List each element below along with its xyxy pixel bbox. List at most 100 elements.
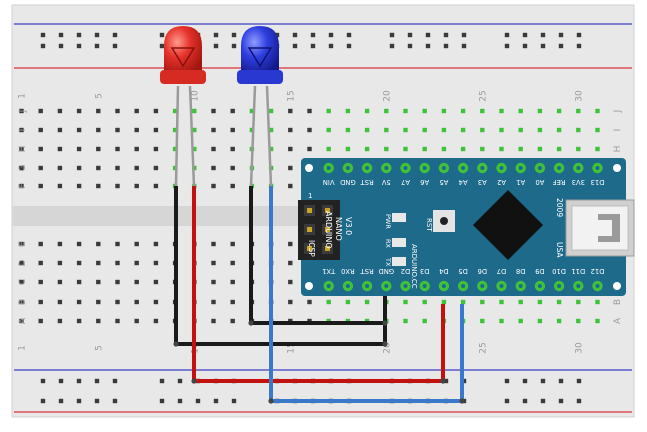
rail-hole <box>504 32 510 38</box>
breadboard-hole <box>57 299 63 305</box>
nano-top-pin-label: A1 <box>516 178 525 186</box>
breadboard-hole <box>57 183 63 189</box>
breadboard-hole <box>556 146 562 152</box>
breadboard-hole <box>230 127 235 133</box>
breadboard-hole <box>268 127 274 133</box>
rail-hole <box>461 43 467 49</box>
breadboard-hole <box>480 146 485 152</box>
breadboard-hole <box>537 127 543 133</box>
breadboard-hole <box>595 127 600 133</box>
rail-hole <box>76 398 82 404</box>
breadboard-hole <box>76 146 82 152</box>
row-letter-left: C <box>18 279 28 285</box>
rail-hole <box>558 378 564 384</box>
rail-hole <box>540 378 546 384</box>
wires <box>173 186 465 404</box>
nano-top-pin-label: GND <box>340 178 356 186</box>
rail-hole <box>443 378 449 384</box>
breadboard-hole <box>288 127 293 133</box>
breadboard-hole <box>268 108 274 114</box>
breadboard-hole <box>518 146 523 152</box>
nano-bottom-pin-label: GND <box>379 267 395 275</box>
breadboard-hole <box>556 108 562 114</box>
breadboard-hole <box>57 146 63 152</box>
breadboard-hole <box>518 318 523 324</box>
breadboard-hole <box>192 146 197 152</box>
breadboard-hole <box>134 260 139 266</box>
breadboard-hole <box>96 183 101 189</box>
breadboard-hole <box>499 146 504 152</box>
breadboard-hole <box>230 260 235 266</box>
breadboard-hole <box>76 165 82 171</box>
breadboard-hole <box>76 183 82 189</box>
nano-top-pin-label: RST <box>360 178 374 186</box>
breadboard-hole <box>288 108 293 114</box>
row-letter-left: F <box>18 183 28 188</box>
rail-hole <box>112 378 118 384</box>
breadboard-hole <box>480 127 485 133</box>
breadboard-hole <box>288 299 293 305</box>
breadboard-hole <box>153 183 159 189</box>
row-letter-right: B <box>613 299 623 305</box>
breadboard-hole <box>172 165 178 171</box>
breadboard-hole <box>57 279 63 285</box>
nano-brand-line-2: NANO <box>334 217 343 241</box>
rail-hole <box>159 32 165 38</box>
rail-hole <box>558 398 564 404</box>
breadboard-hole <box>268 146 274 152</box>
rail-hole <box>231 398 237 404</box>
rail-hole <box>58 398 64 404</box>
column-number-top: 1 <box>18 93 28 99</box>
breadboard-hole <box>422 318 427 324</box>
breadboard-hole <box>211 299 216 305</box>
breadboard-hole <box>115 279 120 285</box>
column-number-top: 25 <box>478 90 488 101</box>
column-number-bottom: 5 <box>94 345 104 351</box>
breadboard-hole <box>211 279 216 285</box>
breadboard-hole <box>537 299 543 305</box>
rail-hole <box>504 378 510 384</box>
breadboard-hole <box>76 260 82 266</box>
breadboard-hole <box>19 183 24 189</box>
breadboard-hole <box>422 127 427 133</box>
breadboard-hole <box>38 183 43 189</box>
breadboard-hole <box>288 165 293 171</box>
rail-hole <box>76 32 82 38</box>
breadboard-hole <box>460 108 466 114</box>
column-number-top: 20 <box>382 90 392 102</box>
breadboard-hole <box>76 127 82 133</box>
breadboard-hole <box>595 299 600 305</box>
breadboard-hole <box>19 279 24 285</box>
breadboard-hole <box>19 165 24 171</box>
row-letter-left: E <box>18 241 28 247</box>
breadboard-hole <box>364 127 370 133</box>
breadboard-hole <box>38 127 43 133</box>
nano-bottom-pin-label: RX0 <box>341 267 355 275</box>
breadboard-hole <box>576 146 581 152</box>
red-wire <box>192 186 445 383</box>
rail-hole <box>292 32 298 38</box>
breadboard-hole <box>230 279 235 285</box>
breadboard-hole <box>96 318 101 324</box>
breadboard-hole <box>230 318 235 324</box>
breadboard-hole <box>211 318 216 324</box>
nano-top-pin-label: A2 <box>497 178 506 186</box>
breadboard-hole <box>134 241 139 247</box>
rail-hole <box>346 43 352 49</box>
row-letter-right: H <box>613 146 623 153</box>
rail-hole <box>310 32 316 38</box>
rx-led-label: RX <box>384 239 392 249</box>
breadboard-hole <box>595 108 600 114</box>
rail-hole <box>159 378 165 384</box>
rail-hole <box>159 398 165 404</box>
row-letter-left: G <box>18 164 28 171</box>
rail-hole <box>177 398 183 404</box>
usa-label: USA <box>555 242 564 258</box>
nano-bottom-pin-label: D6 <box>478 267 488 275</box>
nano-bottom-pin-label: D3 <box>420 267 430 275</box>
nano-bottom-pin-label: D9 <box>535 267 545 275</box>
rail-hole <box>576 398 582 404</box>
breadboard-hole <box>57 127 63 133</box>
nano-top-pin-label: VIN <box>323 178 335 186</box>
nano-top-pin-label: D13 <box>591 178 605 186</box>
